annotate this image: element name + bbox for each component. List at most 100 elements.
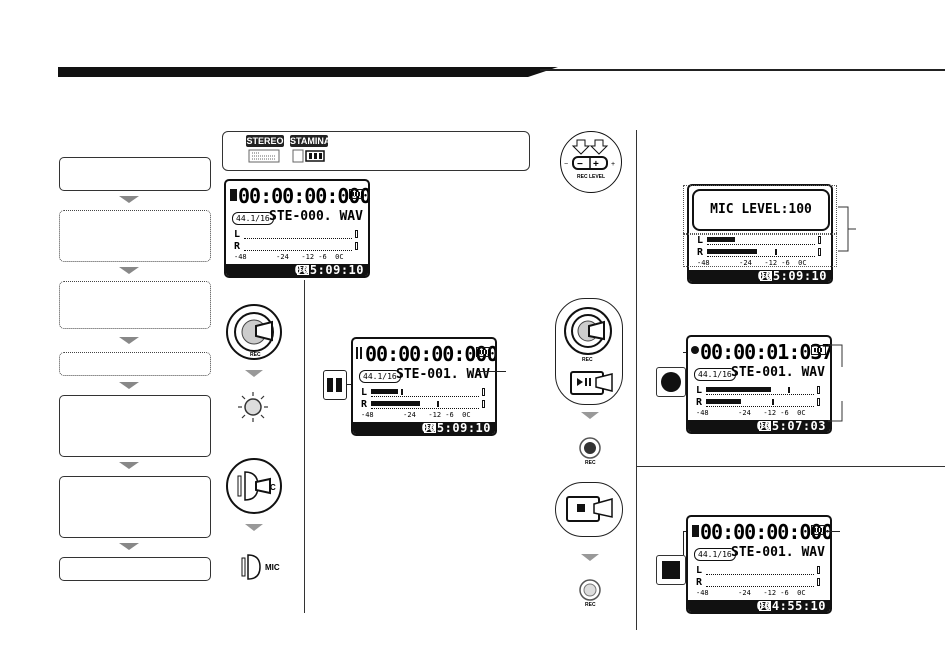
lcd-recording: 00:00:01:037 44.1/16 STE-001. WAV L R -4… — [686, 335, 832, 434]
meter-scale: -48 -24 -12 -6 0C — [696, 589, 806, 597]
format-badge: 44.1/16 — [694, 548, 736, 561]
channel-left-label: L — [234, 229, 241, 240]
time-counter: 00:00:00:000 — [700, 520, 832, 544]
stamina-label: STAMINA — [290, 135, 331, 147]
svg-text:C: C — [270, 483, 276, 492]
stop-indicator-icon — [692, 525, 699, 537]
flow-step-5 — [59, 395, 211, 457]
remaining-time: 005:09:10 — [757, 269, 827, 283]
channel-right-label: R — [697, 247, 704, 258]
time-counter: 00:00:00:000 — [238, 184, 370, 208]
pause-icon — [323, 370, 347, 400]
svg-text:REC: REC — [585, 602, 596, 608]
header-bar — [58, 67, 558, 77]
flow-arrow — [581, 412, 599, 419]
highlight-box — [683, 185, 837, 235]
mic-button[interactable]: C — [226, 458, 282, 514]
channel-left-label: L — [361, 387, 368, 398]
file-name: STE-001. WAV — [396, 367, 490, 382]
battery-icon — [811, 345, 826, 355]
stop-button-group — [555, 482, 623, 537]
meter-left — [707, 236, 821, 245]
rec-label: REC — [582, 357, 593, 363]
minus-icon: − — [577, 159, 583, 170]
status-footer: SD 005:07:03 — [688, 419, 830, 433]
mic-label: MIC — [265, 563, 280, 572]
flow-step-3 — [59, 281, 211, 329]
rec-led-off-icon: REC — [579, 579, 601, 608]
mic-level-message: MIC LEVEL:100 — [692, 189, 830, 231]
svg-text:REC: REC — [585, 460, 596, 466]
play-pause-button[interactable] — [570, 371, 613, 395]
battery-icon — [349, 189, 364, 199]
callout-bracket — [828, 344, 843, 422]
meter-right — [244, 242, 358, 251]
stop-indicator-icon — [230, 189, 237, 201]
flow-arrow — [119, 337, 139, 344]
time-counter: 00:00:01:037 — [700, 340, 832, 364]
rec-led-blinking-icon — [238, 392, 268, 422]
rec-button[interactable] — [564, 307, 612, 355]
file-name: STE-001. WAV — [731, 365, 825, 380]
callout-line — [476, 371, 506, 372]
mic-led-icon — [241, 554, 261, 580]
meter-scale: -48 -24 -12 -6 0C — [697, 259, 807, 267]
sd-icon: SD — [424, 423, 437, 433]
status-footer: SD 004:55:10 — [688, 599, 830, 613]
callout-line — [683, 531, 684, 555]
sd-icon: SD — [759, 601, 772, 611]
remaining-time: 004:55:10 — [756, 599, 826, 613]
flow-arrow — [119, 382, 139, 389]
status-footer: SD 005:09:10 — [353, 421, 495, 435]
format-badge: 44.1/16 — [359, 370, 401, 383]
remaining-time: 005:09:10 — [421, 421, 491, 435]
sd-icon: SD — [759, 421, 772, 431]
pause-indicator-icon — [356, 347, 358, 359]
rec-button[interactable]: REC — [226, 304, 282, 360]
header-rule — [540, 69, 945, 71]
flow-step-7 — [59, 557, 211, 581]
channel-left-label: L — [696, 565, 703, 576]
rec-level-label: REC LEVEL — [577, 174, 606, 180]
flow-arrow — [119, 462, 139, 469]
file-name: STE-001. WAV — [731, 545, 825, 560]
plus-icon: + — [593, 159, 599, 170]
remaining-time: 005:09:10 — [294, 263, 364, 277]
channel-right-label: R — [696, 577, 703, 588]
meter-left — [706, 386, 820, 395]
meter-right — [706, 578, 820, 587]
mode-box: STEREO STAMINA — [222, 131, 530, 171]
stamina-icon: STAMINA — [290, 135, 331, 165]
rec-indicator-icon — [691, 346, 699, 354]
record-icon-box — [656, 367, 686, 397]
rec-led-on-icon: REC — [579, 437, 601, 466]
flow-step-2 — [59, 210, 211, 262]
lcd-main: 00:00:00:000 44.1/16 STE-000. WAV L R -4… — [224, 179, 370, 278]
meter-scale: -48 -24 -12 -6 0C — [361, 411, 471, 419]
rec-level-buttons[interactable]: − + − + REC LEVEL — [560, 131, 622, 193]
lcd-standby: 00:00:00:000 44.1/16 STE-001. WAV L R -4… — [351, 337, 497, 436]
stop-button[interactable] — [566, 496, 613, 522]
highlight-box — [683, 233, 837, 267]
svg-text:+: + — [611, 161, 615, 168]
channel-left-label: L — [696, 385, 703, 396]
rec-label: REC — [250, 352, 261, 358]
flow-arrow — [119, 267, 139, 274]
meter-scale: -48 -24 -12 -6 0C — [234, 253, 344, 261]
rec-play-button-group: REC — [555, 298, 623, 405]
remaining-time: 005:07:03 — [756, 419, 826, 433]
battery-icon — [811, 525, 826, 535]
flow-step-1 — [59, 157, 211, 191]
status-footer: SD 005:09:10 — [689, 269, 831, 283]
channel-right-label: R — [234, 241, 241, 252]
flow-step-4 — [59, 352, 211, 376]
stereo-icon: STEREO — [246, 135, 284, 165]
channel-left-label: L — [697, 235, 704, 246]
meter-right — [371, 400, 485, 409]
flow-arrow — [119, 543, 139, 550]
separator-line — [304, 280, 305, 613]
format-badge: 44.1/16 — [232, 212, 274, 225]
format-badge: 44.1/16 — [694, 368, 736, 381]
flow-arrow — [245, 370, 263, 377]
stop-icon-box — [656, 555, 686, 585]
